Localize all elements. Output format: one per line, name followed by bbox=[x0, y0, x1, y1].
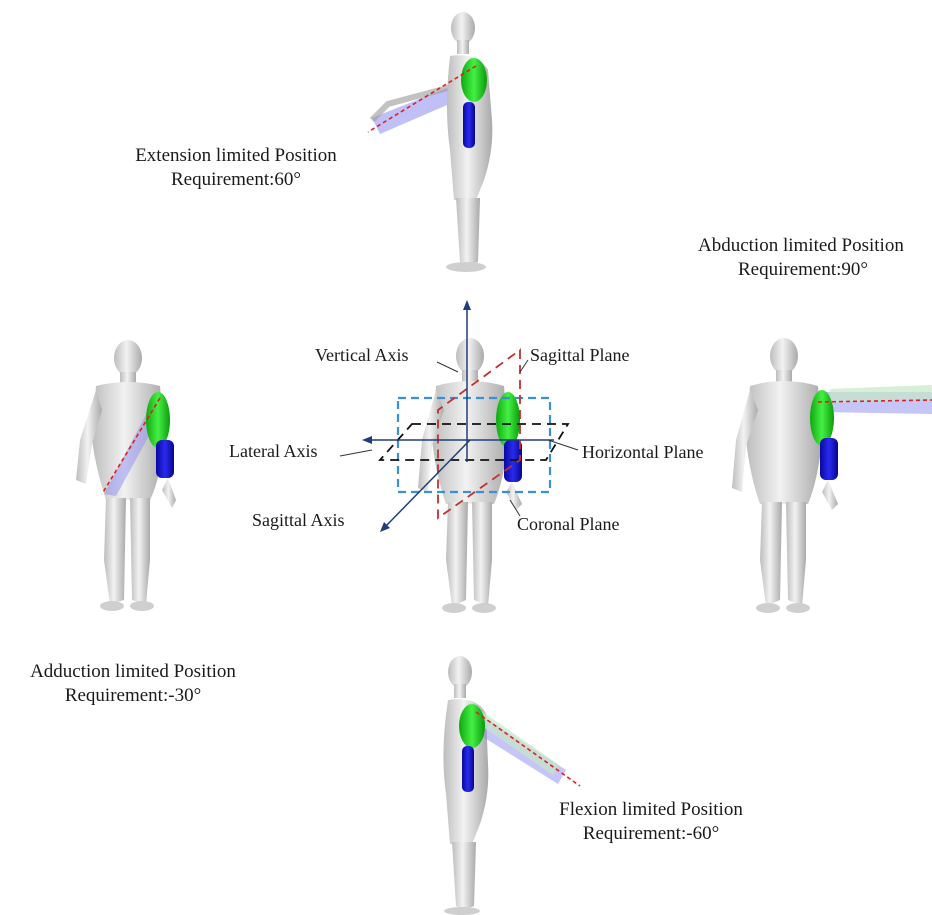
adduction-title: Adduction limited Position bbox=[8, 660, 258, 684]
adduction-forearm bbox=[156, 440, 174, 478]
sagittal-axis-label: Sagittal Axis bbox=[252, 509, 345, 531]
flexion-title: Flexion limited Position bbox=[534, 798, 768, 822]
extension-label: Extension limited Position Requirement:6… bbox=[116, 144, 356, 192]
extension-title: Extension limited Position bbox=[116, 144, 356, 168]
abduction-label: Abduction limited Position Requirement:9… bbox=[694, 234, 932, 282]
coronal-plane-label: Coronal Plane bbox=[517, 513, 619, 535]
lateral-axis-label: Lateral Axis bbox=[229, 440, 317, 462]
figure-extension bbox=[368, 12, 492, 272]
horizontal-plane-label: Horizontal Plane bbox=[582, 441, 703, 463]
abduction-upper-arm bbox=[810, 390, 834, 446]
flexion-upper-arm bbox=[459, 704, 485, 748]
flexion-label: Flexion limited Position Requirement:-60… bbox=[534, 798, 768, 846]
adduction-requirement: Requirement:-30° bbox=[8, 684, 258, 708]
figure-abduction bbox=[732, 338, 932, 613]
abduction-forearm bbox=[820, 438, 838, 480]
abduction-title: Abduction limited Position bbox=[694, 234, 932, 258]
extension-upper-arm bbox=[461, 58, 487, 102]
adduction-label: Adduction limited Position Requirement:-… bbox=[8, 660, 258, 708]
extension-forearm bbox=[463, 102, 475, 148]
abduction-requirement: Requirement:90° bbox=[694, 258, 932, 282]
figure-adduction bbox=[76, 340, 176, 611]
sagittal-plane-label: Sagittal Plane bbox=[530, 344, 629, 366]
flexion-requirement: Requirement:-60° bbox=[534, 822, 768, 846]
figure-flexion bbox=[443, 656, 580, 915]
vertical-axis-label: Vertical Axis bbox=[315, 344, 408, 366]
extension-requirement: Requirement:60° bbox=[116, 168, 356, 192]
flexion-forearm bbox=[462, 746, 474, 792]
